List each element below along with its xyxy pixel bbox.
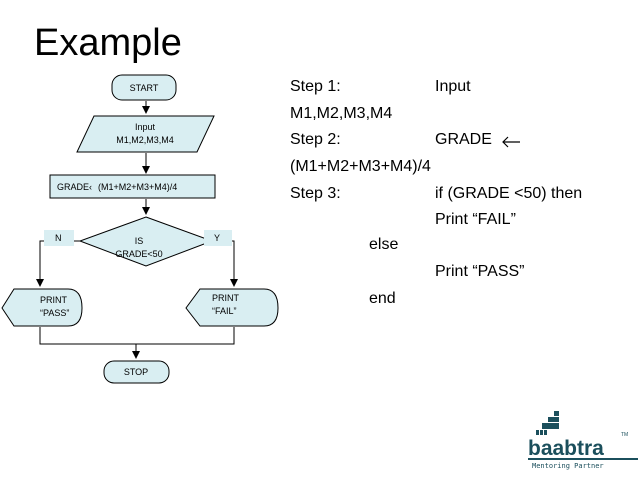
connector-pass-merge bbox=[39, 327, 235, 345]
decision-label-line1: IS bbox=[135, 236, 144, 246]
input-parallelogram bbox=[76, 115, 215, 153]
assign-arrow-icon bbox=[501, 131, 521, 154]
logo-name: baabtra bbox=[528, 437, 604, 460]
print-pass-line2: “PASS” bbox=[40, 308, 69, 318]
print-pass-line1: PRINT bbox=[40, 295, 68, 305]
print-fail-display bbox=[185, 288, 279, 327]
slide-title: Example bbox=[34, 22, 182, 64]
start-label: START bbox=[130, 83, 159, 93]
print-fail-step: Print “FAIL” bbox=[435, 211, 516, 228]
connector-decision-yes bbox=[212, 240, 238, 287]
yes-label-box bbox=[204, 230, 232, 246]
step3-label: Step 3: bbox=[290, 185, 341, 202]
step2-label: Step 2: bbox=[290, 131, 341, 148]
print-fail-line2: “FAIL” bbox=[212, 306, 237, 316]
no-label-box bbox=[44, 230, 74, 246]
input-label-line1: Input bbox=[135, 122, 156, 132]
end-keyword: end bbox=[369, 290, 396, 307]
start-terminal bbox=[111, 74, 177, 101]
no-label: N bbox=[55, 233, 62, 243]
step1-continuation: M1,M2,M3,M4 bbox=[290, 105, 393, 122]
step1-text: Input bbox=[435, 78, 471, 95]
input-label-line2: M1,M2,M3,M4 bbox=[116, 135, 174, 145]
decision-diamond bbox=[78, 216, 214, 267]
connector-decision-no bbox=[36, 240, 80, 287]
print-fail-line1: PRINT bbox=[212, 293, 240, 303]
stop-label: STOP bbox=[124, 367, 148, 377]
step3-text: if (GRADE <50) then bbox=[435, 185, 583, 202]
step1-label: Step 1: bbox=[290, 78, 341, 95]
step2-continuation: (M1+M2+M3+M4)/4 bbox=[290, 158, 431, 175]
else-keyword: else bbox=[369, 236, 399, 253]
process-box bbox=[49, 174, 216, 199]
decision-label-line2: GRADE<50 bbox=[115, 249, 162, 259]
yes-label: Y bbox=[214, 233, 220, 243]
print-pass-display bbox=[1, 288, 83, 327]
logo-subtitle: Mentoring Partner bbox=[532, 462, 604, 470]
step2-text: GRADE bbox=[435, 131, 492, 148]
logo-trademark: TM bbox=[621, 432, 629, 438]
process-arrow-icon: ‹ bbox=[89, 182, 92, 192]
stop-terminal bbox=[103, 360, 170, 384]
baabtra-logo-icon bbox=[528, 411, 638, 460]
process-label: GRADE bbox=[57, 182, 89, 192]
process-expression: (M1+M2+M3+M4)/4 bbox=[98, 182, 177, 192]
print-pass-step: Print “PASS” bbox=[435, 263, 525, 280]
